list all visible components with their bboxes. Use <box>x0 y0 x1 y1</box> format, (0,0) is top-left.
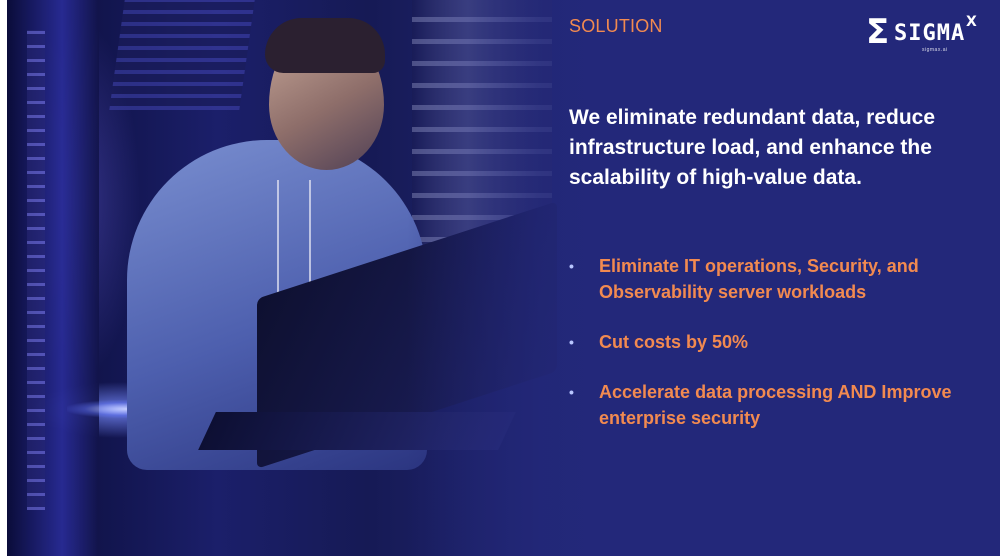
technician-hair <box>265 18 385 73</box>
benefit-item: • Cut costs by 50% <box>569 329 969 355</box>
server-rack-left <box>7 0 99 556</box>
benefit-item: • Accelerate data processing AND Improve… <box>569 379 969 431</box>
logo-wordmark: SIGMA <box>894 21 966 46</box>
bullet-marker: • <box>569 258 574 274</box>
photo-fade-overlay <box>407 0 647 556</box>
headline: We eliminate redundant data, reduce infr… <box>569 106 936 189</box>
logo-superscript: X <box>966 14 977 30</box>
bullet-marker: • <box>569 334 574 350</box>
lanyard <box>277 180 311 340</box>
section-label: SOLUTION <box>569 16 663 36</box>
sigmax-logo: Σ SIGMA X sigmax.ai <box>866 14 986 54</box>
benefit-item: • Eliminate IT operations, Security, and… <box>569 253 969 305</box>
benefit-text: Eliminate IT operations, Security, and O… <box>599 256 919 302</box>
logo-subtext: sigmax.ai <box>922 47 948 53</box>
benefit-text: Cut costs by 50% <box>599 332 749 352</box>
benefit-text: Accelerate data processing AND Improve e… <box>599 382 952 428</box>
slide <box>7 0 1000 556</box>
bullet-marker: • <box>569 384 574 400</box>
sigma-icon: Σ <box>866 12 890 52</box>
ceiling-vent <box>109 0 255 110</box>
benefit-list: • Eliminate IT operations, Security, and… <box>569 253 969 455</box>
